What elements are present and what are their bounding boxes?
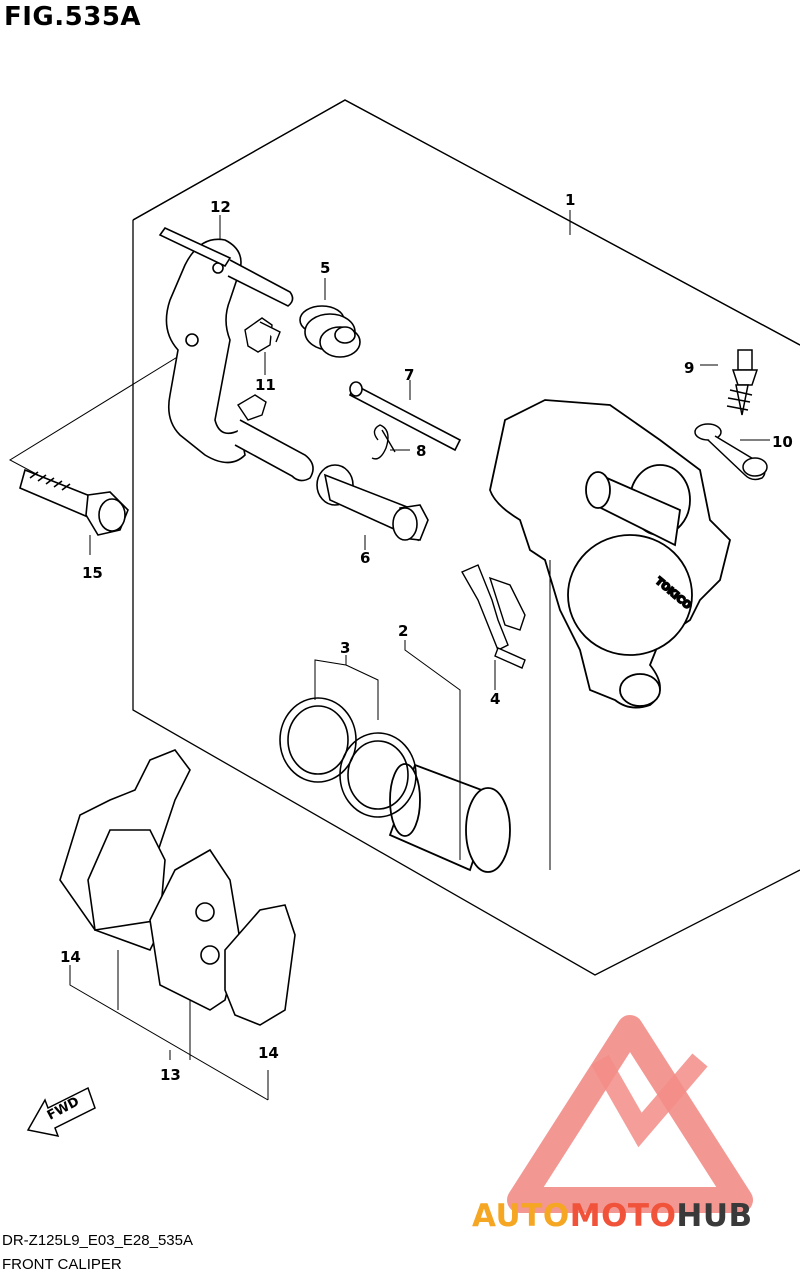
part-label: 14 [60, 948, 81, 966]
watermark-auto: AUTO [472, 1198, 570, 1234]
clip-pin-drawing [371, 424, 396, 460]
part-label: 6 [360, 549, 370, 567]
part-label: 12 [210, 198, 231, 216]
pad-spring-clip-drawing [237, 317, 281, 421]
part-label: 7 [404, 366, 414, 384]
caliper-bracket-drawing [158, 226, 314, 482]
watermark-moto: MOTO [569, 1198, 677, 1234]
bleeder-cap-drawing [694, 423, 768, 481]
part-number-labels: 1 2 3 4 5 6 7 8 9 10 11 12 13 14 14 15 [60, 191, 793, 1084]
figure-caption: FRONT CALIPER [2, 1256, 122, 1273]
mounting-bolt-drawing [19, 468, 129, 536]
part-label: 4 [490, 690, 500, 708]
watermark-logo-icon [507, 1015, 753, 1213]
part-label: 2 [398, 622, 408, 640]
watermark-hub: HUB [676, 1198, 753, 1234]
watermark-text: AUTOMOTOHUB [472, 1198, 753, 1234]
part-label: 11 [255, 376, 276, 394]
assembly-frame [132, 99, 800, 346]
boot-drawing [299, 305, 361, 358]
model-code: DR-Z125L9_E03_E28_535A [2, 1232, 193, 1249]
figure-title: FIG.535A [4, 2, 142, 32]
piston-drawing [388, 763, 511, 873]
part-label: 13 [160, 1066, 181, 1084]
brake-pads-drawing [59, 749, 296, 1026]
part-label: 9 [684, 359, 694, 377]
part-label: 10 [772, 433, 793, 451]
slide-pin-drawing [316, 464, 429, 542]
pad-spring-drawing [461, 564, 526, 669]
caliper-pin-drawing [348, 381, 462, 452]
part-label: 3 [340, 639, 350, 657]
piston-seal-drawing [279, 697, 417, 818]
part-label: 8 [416, 442, 426, 460]
part-label: 5 [320, 259, 330, 277]
assembly-frame-path [132, 99, 800, 976]
leader-lines [69, 210, 770, 1101]
bleeder-valve-drawing [726, 349, 759, 416]
part-label: 15 [82, 564, 103, 582]
part-label: 14 [258, 1044, 279, 1062]
part-label: 1 [565, 191, 575, 209]
caliper-body-drawing: TOKICO [489, 399, 731, 709]
forward-direction-icon: FWD [26, 1086, 96, 1138]
